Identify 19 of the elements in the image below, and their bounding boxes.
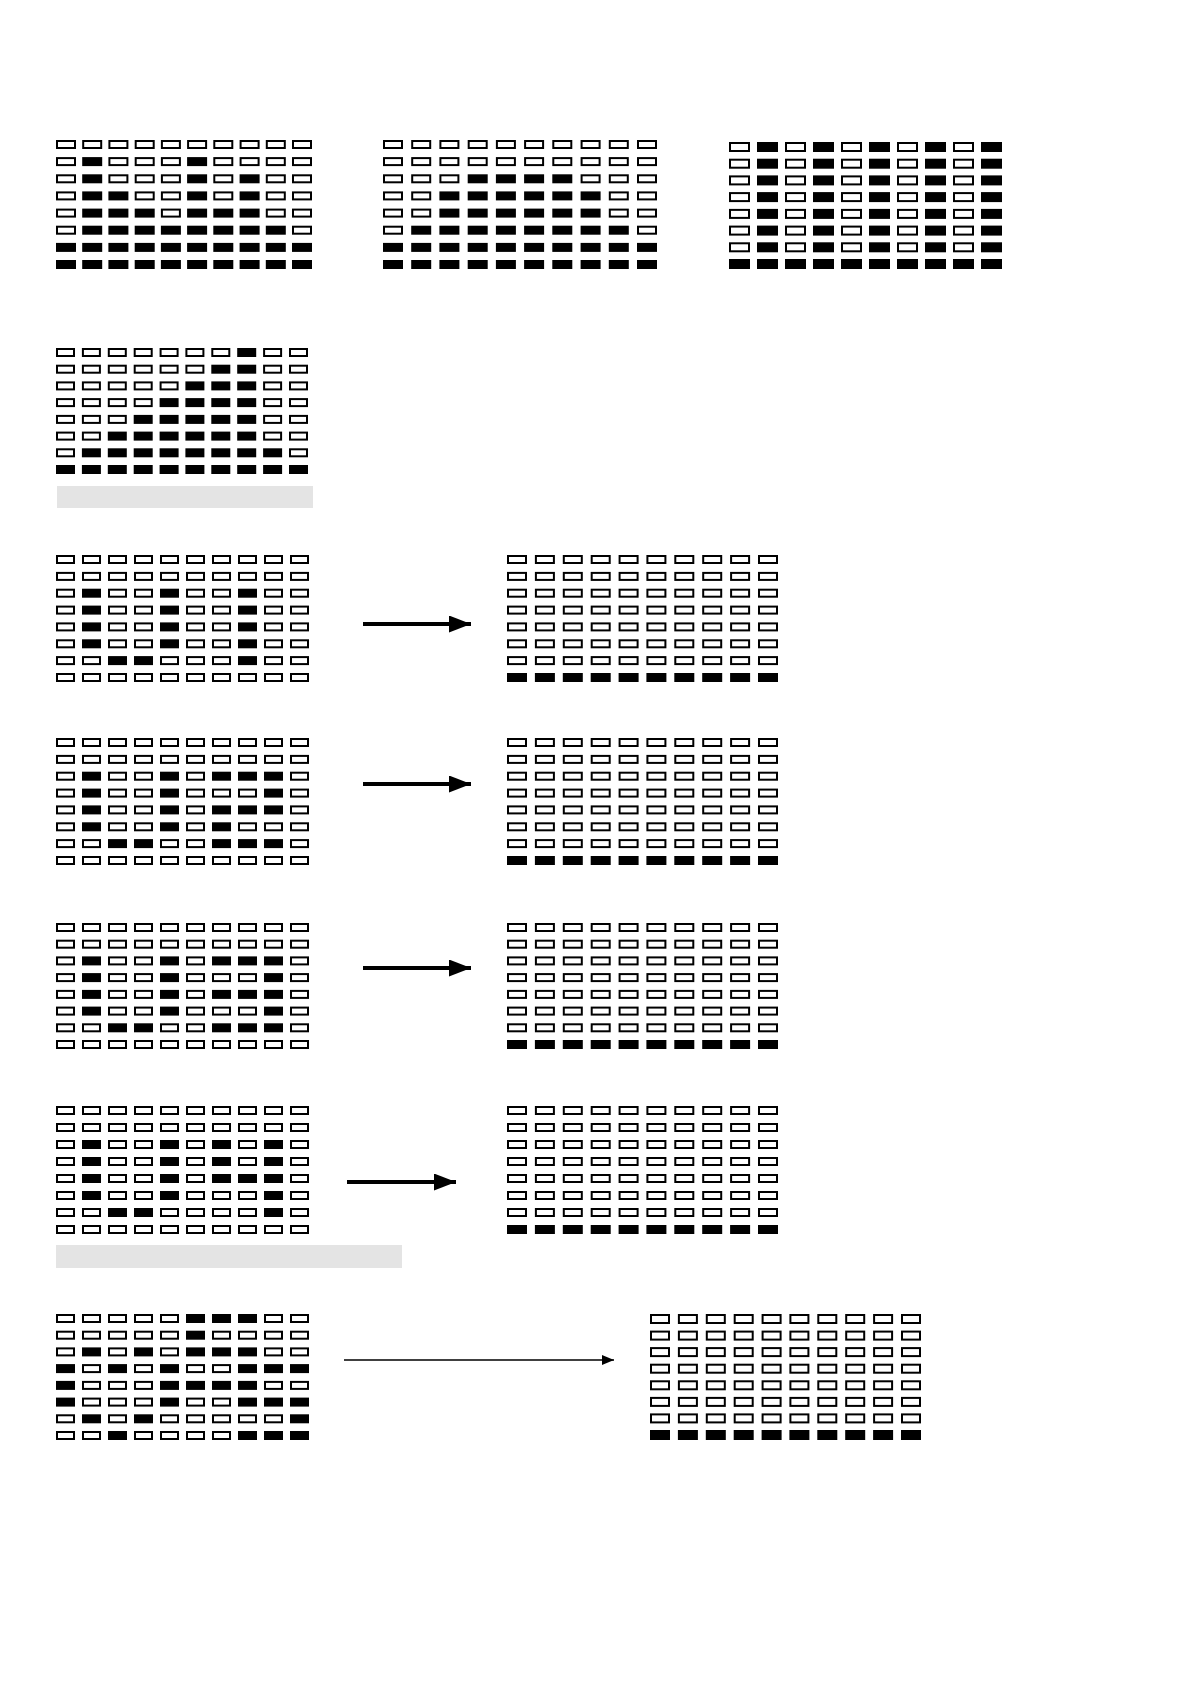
led-matrix-drawing — [56, 348, 308, 474]
arrow — [347, 1173, 456, 1191]
arrow — [363, 959, 471, 977]
led-matrix-drawing — [650, 1314, 921, 1440]
led-matrix-drawing — [56, 140, 312, 269]
arrow — [363, 615, 471, 633]
led-matrix-drawing — [729, 142, 1002, 269]
led-matrix-drawing — [56, 738, 309, 865]
led-matrix-drawing — [56, 1106, 309, 1234]
led-matrix-drawing — [507, 555, 778, 682]
led-matrix-drawing — [507, 1106, 778, 1234]
led-matrix-drawing — [383, 140, 657, 269]
led-matrix-drawing — [56, 555, 309, 682]
arrow — [343, 1355, 615, 1365]
led-matrix-drawing — [56, 923, 309, 1049]
led-matrix-drawing — [507, 923, 778, 1049]
arrow — [363, 775, 471, 793]
led-matrix-drawing — [56, 1314, 309, 1440]
led-matrix-drawing — [507, 738, 778, 865]
